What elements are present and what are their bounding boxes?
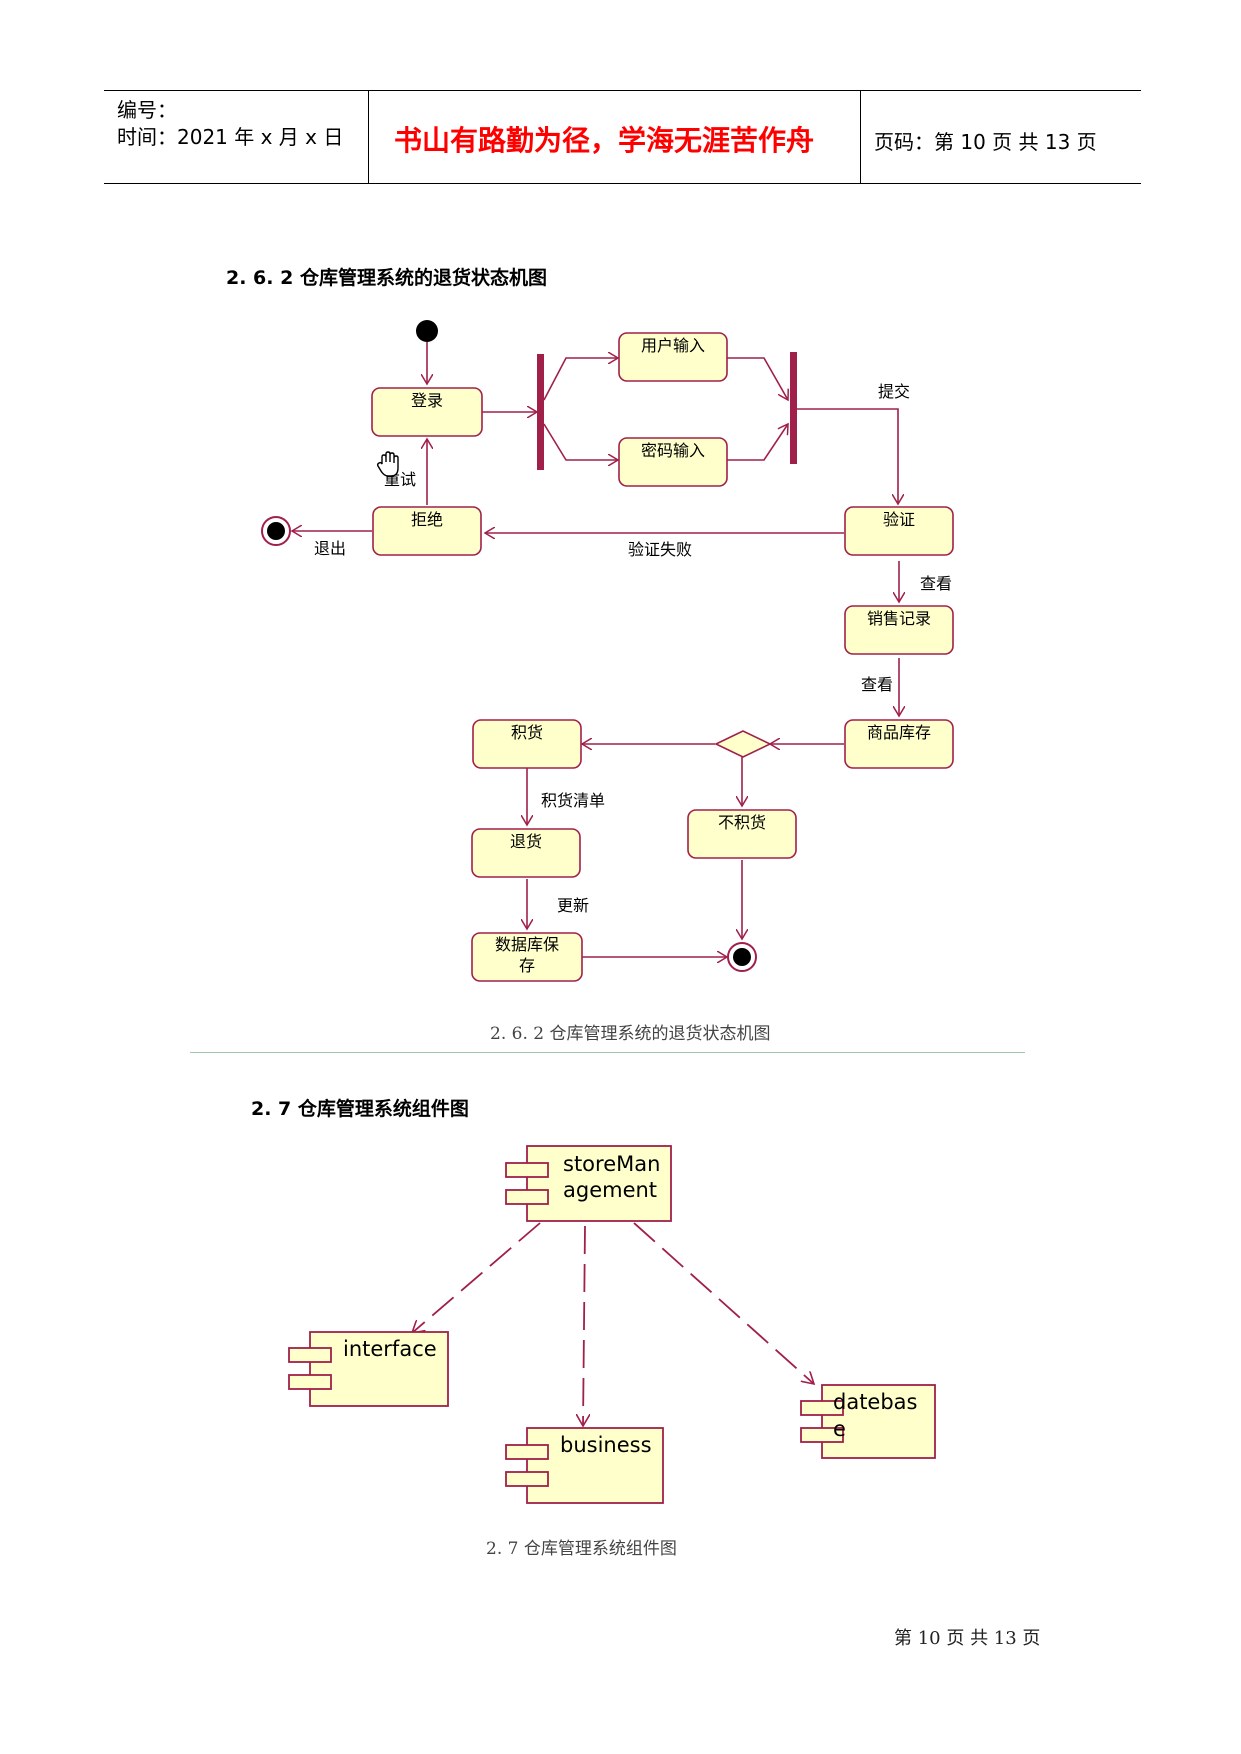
header-divider-right [860,90,861,183]
header-page-info: 页码：第 10 页 共 13 页 [874,130,1097,154]
state-password-input [618,437,728,487]
transition-view-label-2: 查看 [861,675,893,694]
state-return-goods [471,828,581,878]
state-no-overstock [687,809,797,859]
decision-diamond [714,730,772,758]
state-user-input [618,332,728,382]
component-diagram-caption: 2. 7 仓库管理系统组件图 [486,1539,677,1559]
header-bottom-rule [104,183,1141,184]
state-login [371,387,483,437]
component-interface-label: interface [343,1337,437,1361]
component-storemanagement [505,1145,672,1222]
transition-verify-fail-label: 验证失败 [628,540,692,559]
state-db-save [471,932,583,982]
final-state-node-exit [261,516,291,546]
state-db-save-label-line2: 存 [519,956,535,975]
state-overstock [472,719,582,769]
state-stock [844,719,954,769]
component-database [800,1384,936,1459]
section-divider [190,1052,1025,1053]
header-date: 时间：2021 年 x 月 x 日 [117,125,344,149]
state-login-label: 登录 [411,391,443,410]
state-diagram-heading: 2. 6. 2 仓库管理系统的退货状态机图 [226,267,547,289]
fork-bar [537,354,544,470]
transition-update-label: 更新 [557,896,589,915]
component-storemanagement-label-line2: agement [563,1178,657,1202]
state-verify-label: 验证 [883,510,915,529]
footer-page-number: 第 10 页 共 13 页 [894,1628,1041,1649]
state-sales-record [844,605,954,655]
component-database-label-line1: datebas [833,1390,918,1414]
transition-view-label-1: 查看 [920,574,952,593]
final-state-node-end [727,942,757,972]
component-diagram-heading: 2. 7 仓库管理系统组件图 [251,1098,469,1120]
transition-submit-label: 提交 [878,382,910,401]
state-db-save-label-line1: 数据库保 [495,935,559,954]
state-verify [844,506,954,556]
component-business [505,1427,664,1504]
header-serial-label: 编号： [117,98,177,122]
header-top-rule [104,90,1141,91]
component-database-label-line2: e [833,1417,846,1441]
initial-state-node [416,320,438,342]
state-user-input-label: 用户输入 [641,336,705,355]
hand-cursor-icon [376,451,399,477]
join-bar [790,352,797,464]
state-reject [372,506,482,556]
state-sales-record-label: 销售记录 [867,609,931,628]
state-return-goods-label: 退货 [510,832,542,851]
state-overstock-label: 积货 [511,723,543,742]
transition-exit-label: 退出 [314,539,346,558]
state-password-input-label: 密码输入 [641,441,705,460]
component-business-label: business [560,1433,652,1457]
header-divider-left [368,90,369,183]
header-motto: 书山有路勤为径，学海无涯苦作舟 [394,124,815,157]
component-storemanagement-label-line1: storeMan [563,1152,660,1176]
state-stock-label: 商品库存 [867,723,931,742]
transition-overstock-list-label: 积货清单 [541,791,605,810]
state-reject-label: 拒绝 [411,510,443,529]
component-interface [288,1331,449,1407]
state-diagram-caption: 2. 6. 2 仓库管理系统的退货状态机图 [490,1024,771,1044]
state-no-overstock-label: 不积货 [718,813,766,832]
